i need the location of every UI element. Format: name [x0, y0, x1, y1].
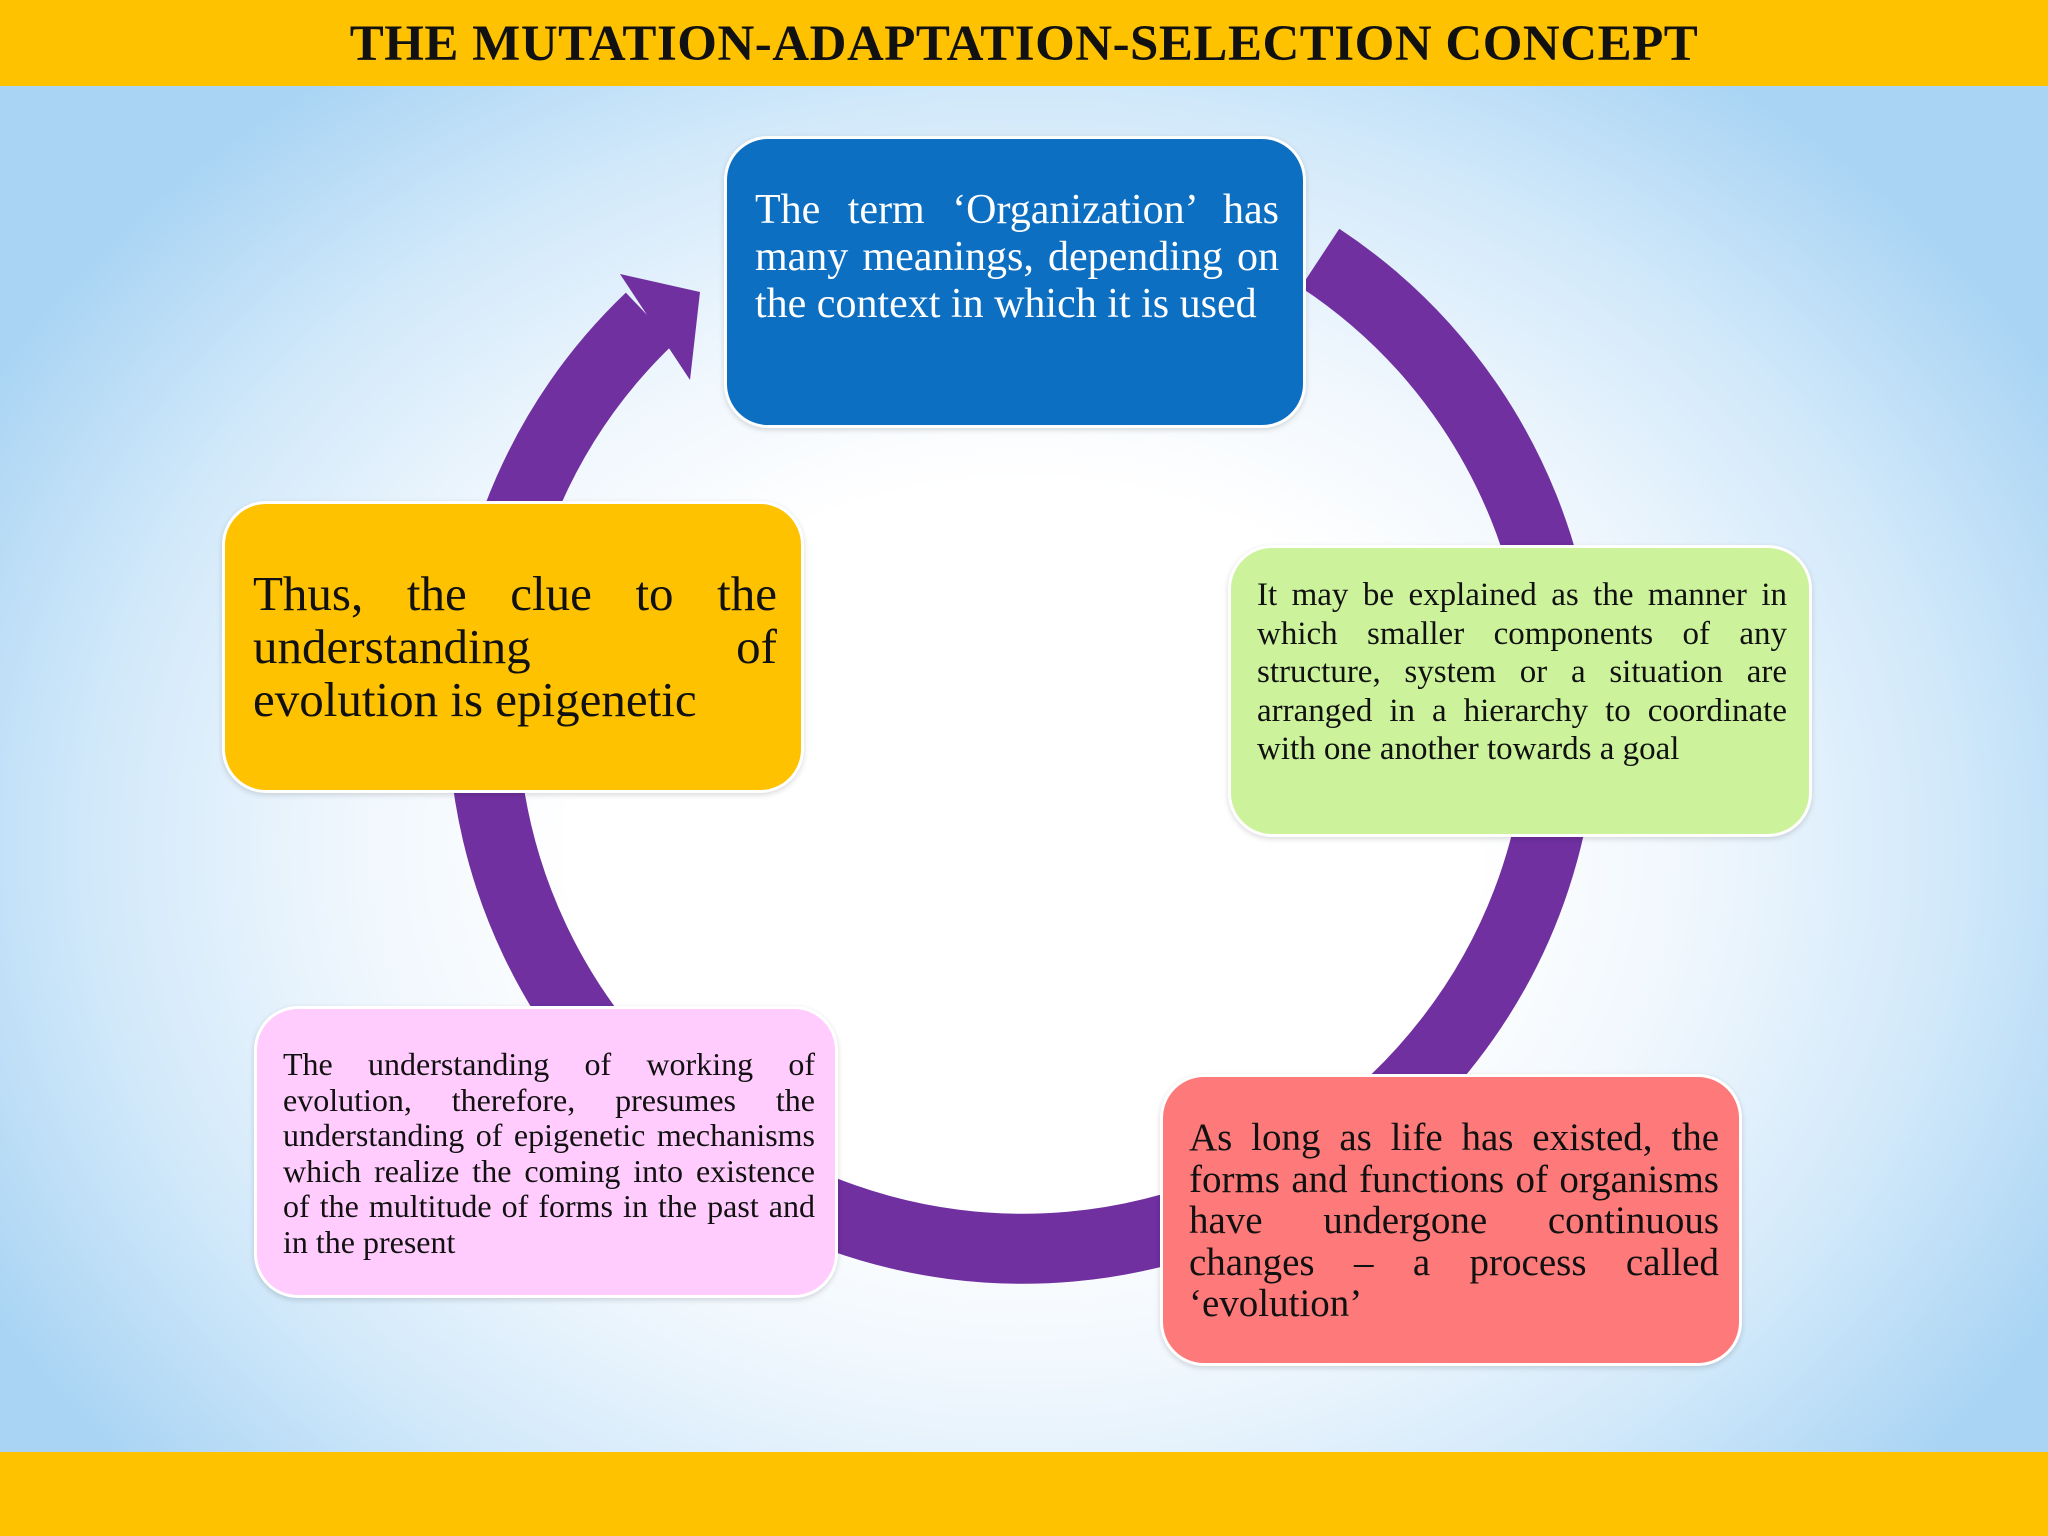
cycle-step-evolution: As long as life has existed, the forms a… — [1160, 1074, 1742, 1366]
cycle-step-text: It may be explained as the manner in whi… — [1257, 577, 1787, 767]
cycle-step-epigenetic-clue: Thus, the clue to the understanding of e… — [222, 501, 804, 793]
cycle-step-hierarchy: It may be explained as the manner in whi… — [1228, 545, 1812, 837]
title-band — [0, 0, 2048, 86]
cycle-step-text: Thus, the clue to the understanding of e… — [253, 566, 777, 727]
cycle-step-text: The term ‘Organization’ has many meaning… — [755, 187, 1279, 327]
cycle-step-text: The understanding of working of evolutio… — [283, 1046, 815, 1260]
footer-band — [0, 1452, 2048, 1536]
cycle-arrowhead — [620, 274, 700, 380]
cycle-step-text: As long as life has existed, the forms a… — [1189, 1116, 1719, 1325]
cycle-step-organization-meaning: The term ‘Organization’ has many meaning… — [724, 136, 1306, 428]
slide-title: THE MUTATION-ADAPTATION-SELECTION CONCEP… — [349, 16, 1699, 72]
cycle-step-epigenetic-mechanisms: The understanding of working of evolutio… — [254, 1006, 838, 1298]
